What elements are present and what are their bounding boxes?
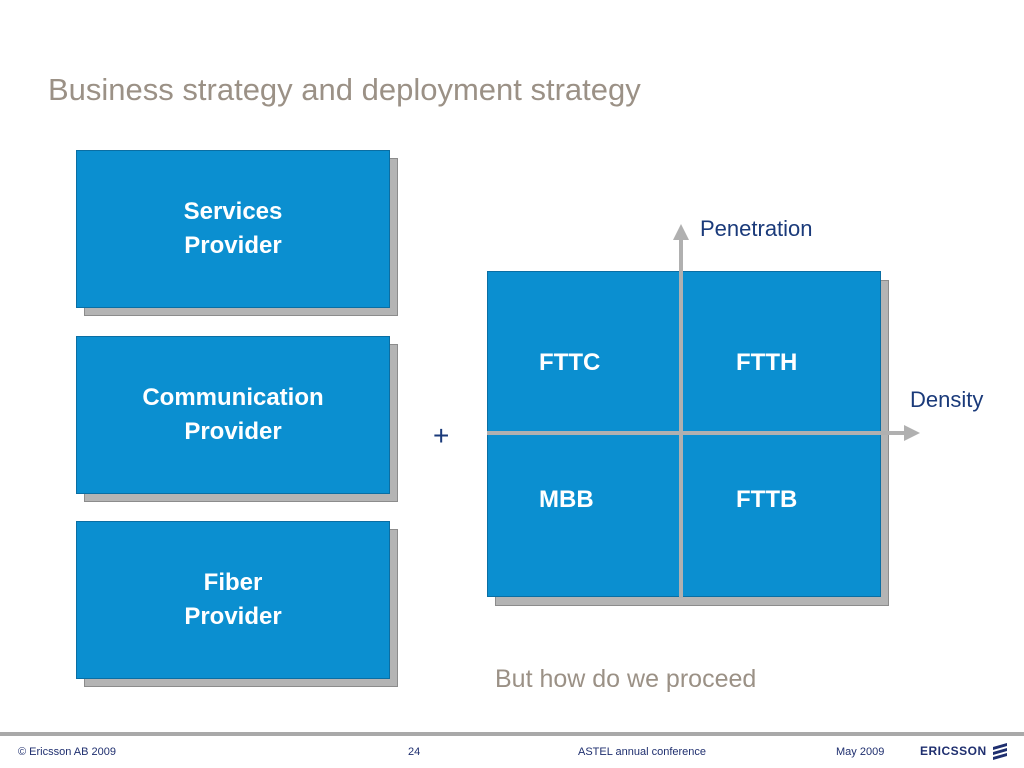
communication-provider-label: Communication Provider <box>142 384 324 445</box>
services-provider-box: Services Provider <box>76 150 398 316</box>
footer-event: ASTEL annual conference <box>578 746 707 758</box>
y-axis-label: Penetration <box>700 216 813 241</box>
box-body: Communication Provider <box>76 336 390 494</box>
footer-date: May 2009 <box>836 746 885 758</box>
cell-mbb: MBB <box>539 486 594 513</box>
fiber-provider-box: Fiber Provider <box>76 521 398 687</box>
box-body: Services Provider <box>76 150 390 308</box>
closing-question: But how do we proceed <box>495 665 757 693</box>
ericsson-logo-icon <box>992 743 1007 760</box>
footer-copyright: © Ericsson AB 2009 <box>18 746 116 758</box>
plus-sign: + <box>433 420 450 451</box>
cell-fttc: FTTC <box>539 349 601 376</box>
services-provider-label: Services Provider <box>183 198 283 259</box>
cell-fttb: FTTB <box>736 486 798 513</box>
fiber-provider-label: Fiber Provider <box>184 569 282 630</box>
box-body: Fiber Provider <box>76 521 390 679</box>
cell-ftth: FTTH <box>736 349 798 376</box>
x-axis-label: Density <box>910 387 984 412</box>
ericsson-logo: ERICSSON <box>920 742 1008 760</box>
footer-page-number: 24 <box>408 746 421 758</box>
footer-divider <box>0 732 1024 736</box>
logo-wordmark: ERICSSON <box>920 744 987 758</box>
deployment-matrix: FTTC FTTH MBB FTTB <box>487 271 881 597</box>
communication-provider-box: Communication Provider <box>76 336 398 502</box>
slide-title: Business strategy and deployment strateg… <box>48 72 641 107</box>
